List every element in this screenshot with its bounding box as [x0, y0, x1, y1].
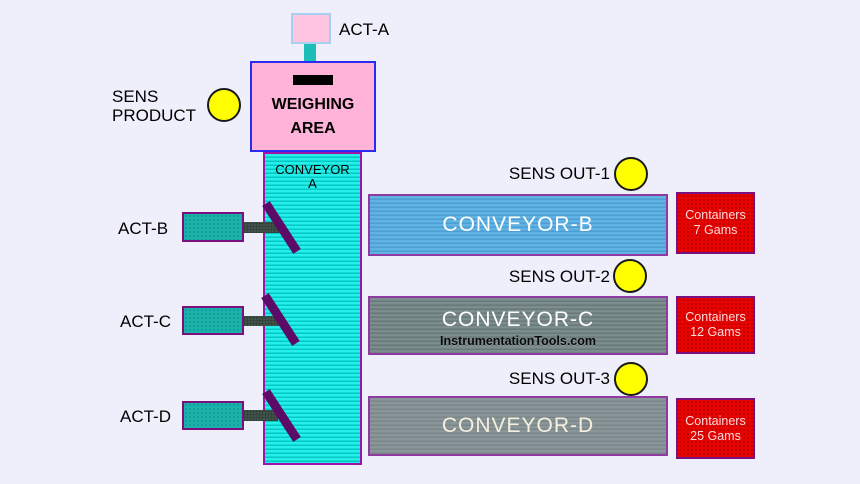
- container-7g-box: Containers 7 Gams: [676, 192, 755, 254]
- sens-product-label: SENS PRODUCT: [112, 87, 197, 125]
- act-c-label: ACT-C: [120, 312, 171, 331]
- container-12g-box: Containers 12 Gams: [676, 296, 755, 354]
- container-12g-label: Containers 12 Gams: [685, 310, 746, 339]
- press-plate: [293, 75, 333, 85]
- act-a-label: ACT-A: [339, 20, 390, 39]
- weighing-area-label: WEIGHING AREA: [271, 96, 355, 137]
- act-c-rod: [240, 316, 280, 326]
- sens-out-1-sensor-icon: [614, 157, 648, 191]
- conveyor-c: CONVEYOR-C InstrumentationTools.com: [368, 296, 668, 355]
- conveyor-b-label: CONVEYOR-B: [442, 213, 594, 236]
- sens-out-3-label: SENS OUT-3: [508, 369, 610, 388]
- sens-product-sensor-icon: [207, 88, 241, 122]
- conveyor-a-label: CONVEYOR A: [275, 162, 350, 191]
- act-b-actuator: [182, 212, 244, 242]
- watermark-text: InstrumentationTools.com: [439, 333, 597, 348]
- conveyor-c-label: CONVEYOR-C: [441, 307, 595, 331]
- act-d-actuator: [182, 401, 244, 430]
- conveyor-d-label: CONVEYOR-D: [441, 414, 595, 437]
- conveyor-d: CONVEYOR-D: [368, 396, 668, 456]
- sens-out-1-label: SENS OUT-1: [508, 164, 610, 183]
- conveyor-b: CONVEYOR-B: [368, 194, 668, 256]
- container-7g-label: Containers 7 Gams: [685, 208, 746, 237]
- sens-out-2-label: SENS OUT-2: [508, 267, 610, 286]
- act-b-label: ACT-B: [118, 219, 169, 238]
- container-25g-label: Containers 25 Gams: [685, 413, 746, 443]
- weighing-area-box: WEIGHING AREA: [250, 61, 376, 152]
- act-b-rod: [240, 222, 282, 233]
- sens-out-2-sensor-icon: [613, 259, 647, 293]
- act-c-actuator: [182, 306, 244, 335]
- sens-out-3-sensor-icon: [614, 362, 648, 396]
- container-25g-box: Containers 25 Gams: [676, 398, 755, 459]
- act-a-actuator: [291, 13, 331, 44]
- act-d-label: ACT-D: [120, 407, 171, 426]
- act-d-rod: [240, 410, 278, 421]
